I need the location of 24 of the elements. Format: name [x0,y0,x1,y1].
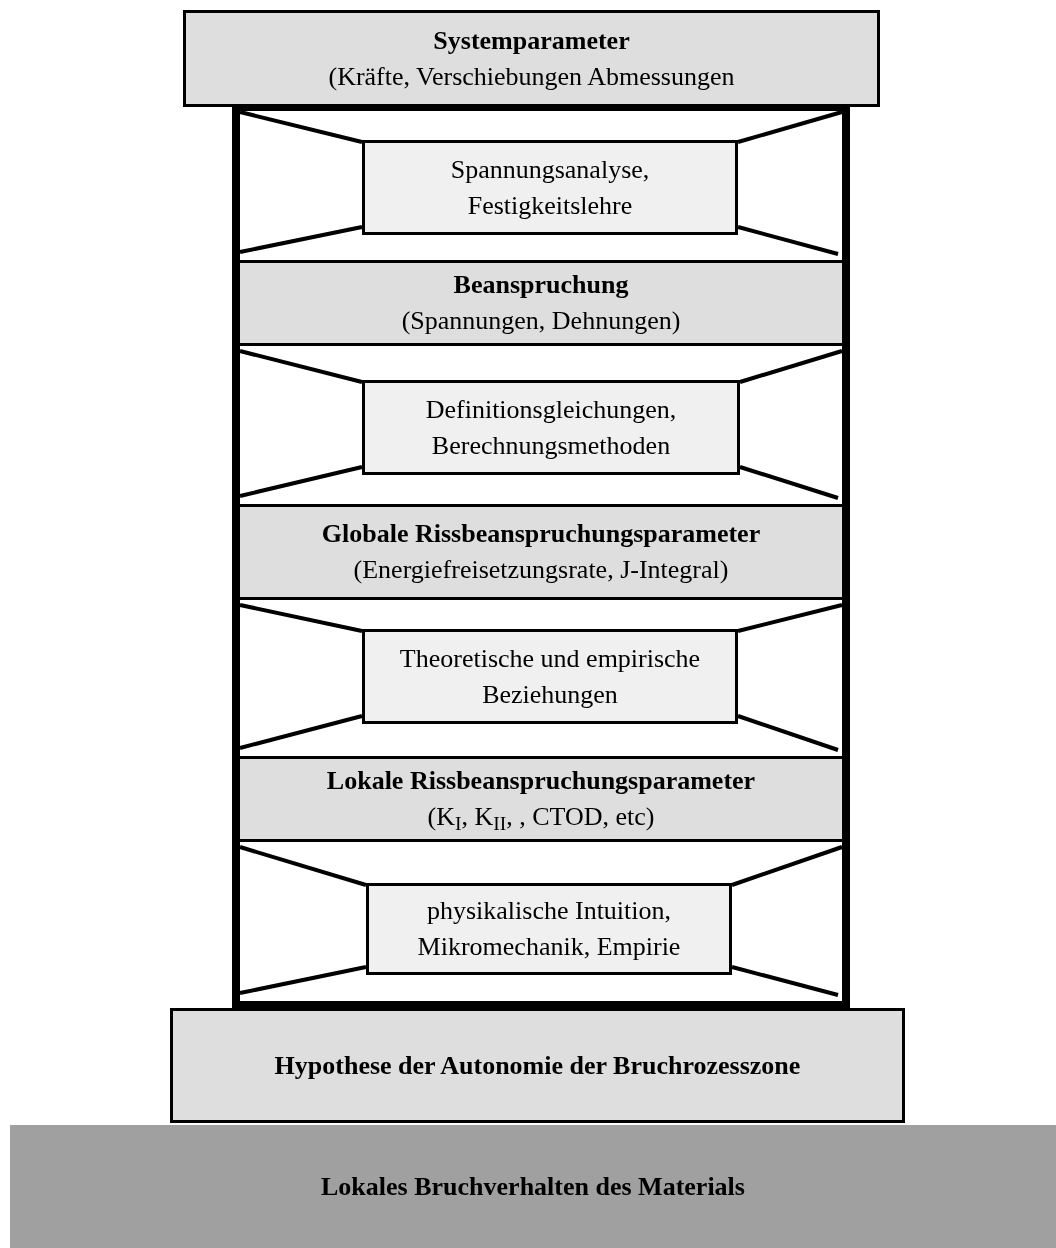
method-box [362,380,740,475]
description-text: physikalische Intuition, Mikromechanik, Empirie [416,895,682,963]
parameter-band [183,10,880,107]
heading-text: Systemparameter [432,24,631,57]
heading-text: Lokales Bruchverhalten des Materials [320,1170,746,1203]
description-text: (K$_{I}$, K$_{II}$, , CTOD, etc) [426,801,656,835]
method-box [362,140,738,235]
heading-text: Lokale Rissbeanspruchungsparameter [325,765,757,797]
ground-band [10,1125,1056,1248]
parameter-band [240,756,842,842]
description-text: Theoretische und empirische Beziehungen [398,642,702,711]
description-text: (Energiefreisetzungsrate, J-Integral) [352,554,730,586]
description-text: Definitionsgleichungen, Berechnungsmethoden [424,393,678,462]
description-text: (Kräfte, Verschiebungen Abmessungen [327,60,736,93]
description-text: (Spannungen, Dehnungen) [400,305,682,337]
method-box [366,883,732,975]
hypothesis-box [170,1008,905,1123]
heading-text: Globale Rissbeanspruchungsparameter [320,518,762,550]
description-text: Spannungsanalyse, Festigkeitslehre [449,153,651,222]
parameter-band [240,504,842,600]
method-box [362,629,738,724]
heading-text: Hypothese der Autonomie der Bruchrozesszone [273,1049,802,1082]
heading-text: Beanspruchung [452,269,630,301]
parameter-band [240,260,842,346]
